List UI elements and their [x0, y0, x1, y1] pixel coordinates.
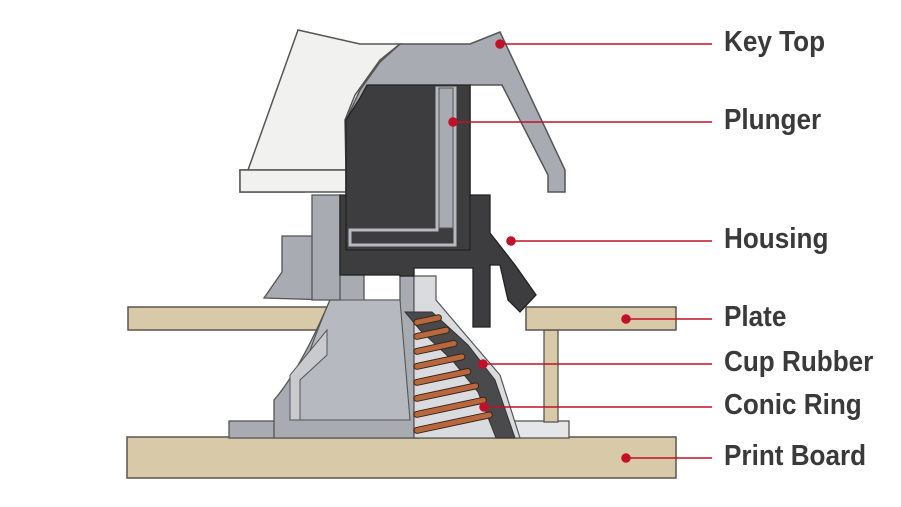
cup-rubber-left-wall: [289, 328, 328, 421]
label-plate: Plate: [724, 301, 787, 333]
label-plunger: Plunger: [724, 104, 822, 136]
key-top-skirt: [239, 169, 347, 193]
leader-print-board-dot: [621, 453, 631, 463]
conic-ring-spring: [413, 314, 493, 434]
leader-lines: [448, 39, 712, 463]
leader-plunger-dot: [448, 117, 458, 127]
plunger-shaft: [438, 87, 454, 229]
leader-conic-ring-dot: [479, 402, 489, 412]
label-print-board: Print Board: [724, 440, 867, 472]
leader-key-top-dot: [495, 39, 505, 49]
plunger-slot: [348, 86, 457, 247]
leader-cup-rubber-dot: [478, 359, 488, 369]
plate-left: [127, 306, 340, 331]
leader-plate-dot: [621, 314, 631, 324]
label-housing: Housing: [724, 223, 829, 255]
label-conic-ring: Conic Ring: [724, 389, 862, 421]
housing-left-tabs: [311, 194, 341, 301]
label-key-top: Key Top: [724, 26, 826, 58]
label-cup-rubber: Cup Rubber: [724, 346, 874, 378]
print-board: [126, 436, 677, 479]
plate-support: [543, 329, 559, 423]
leader-housing-dot: [506, 236, 516, 246]
